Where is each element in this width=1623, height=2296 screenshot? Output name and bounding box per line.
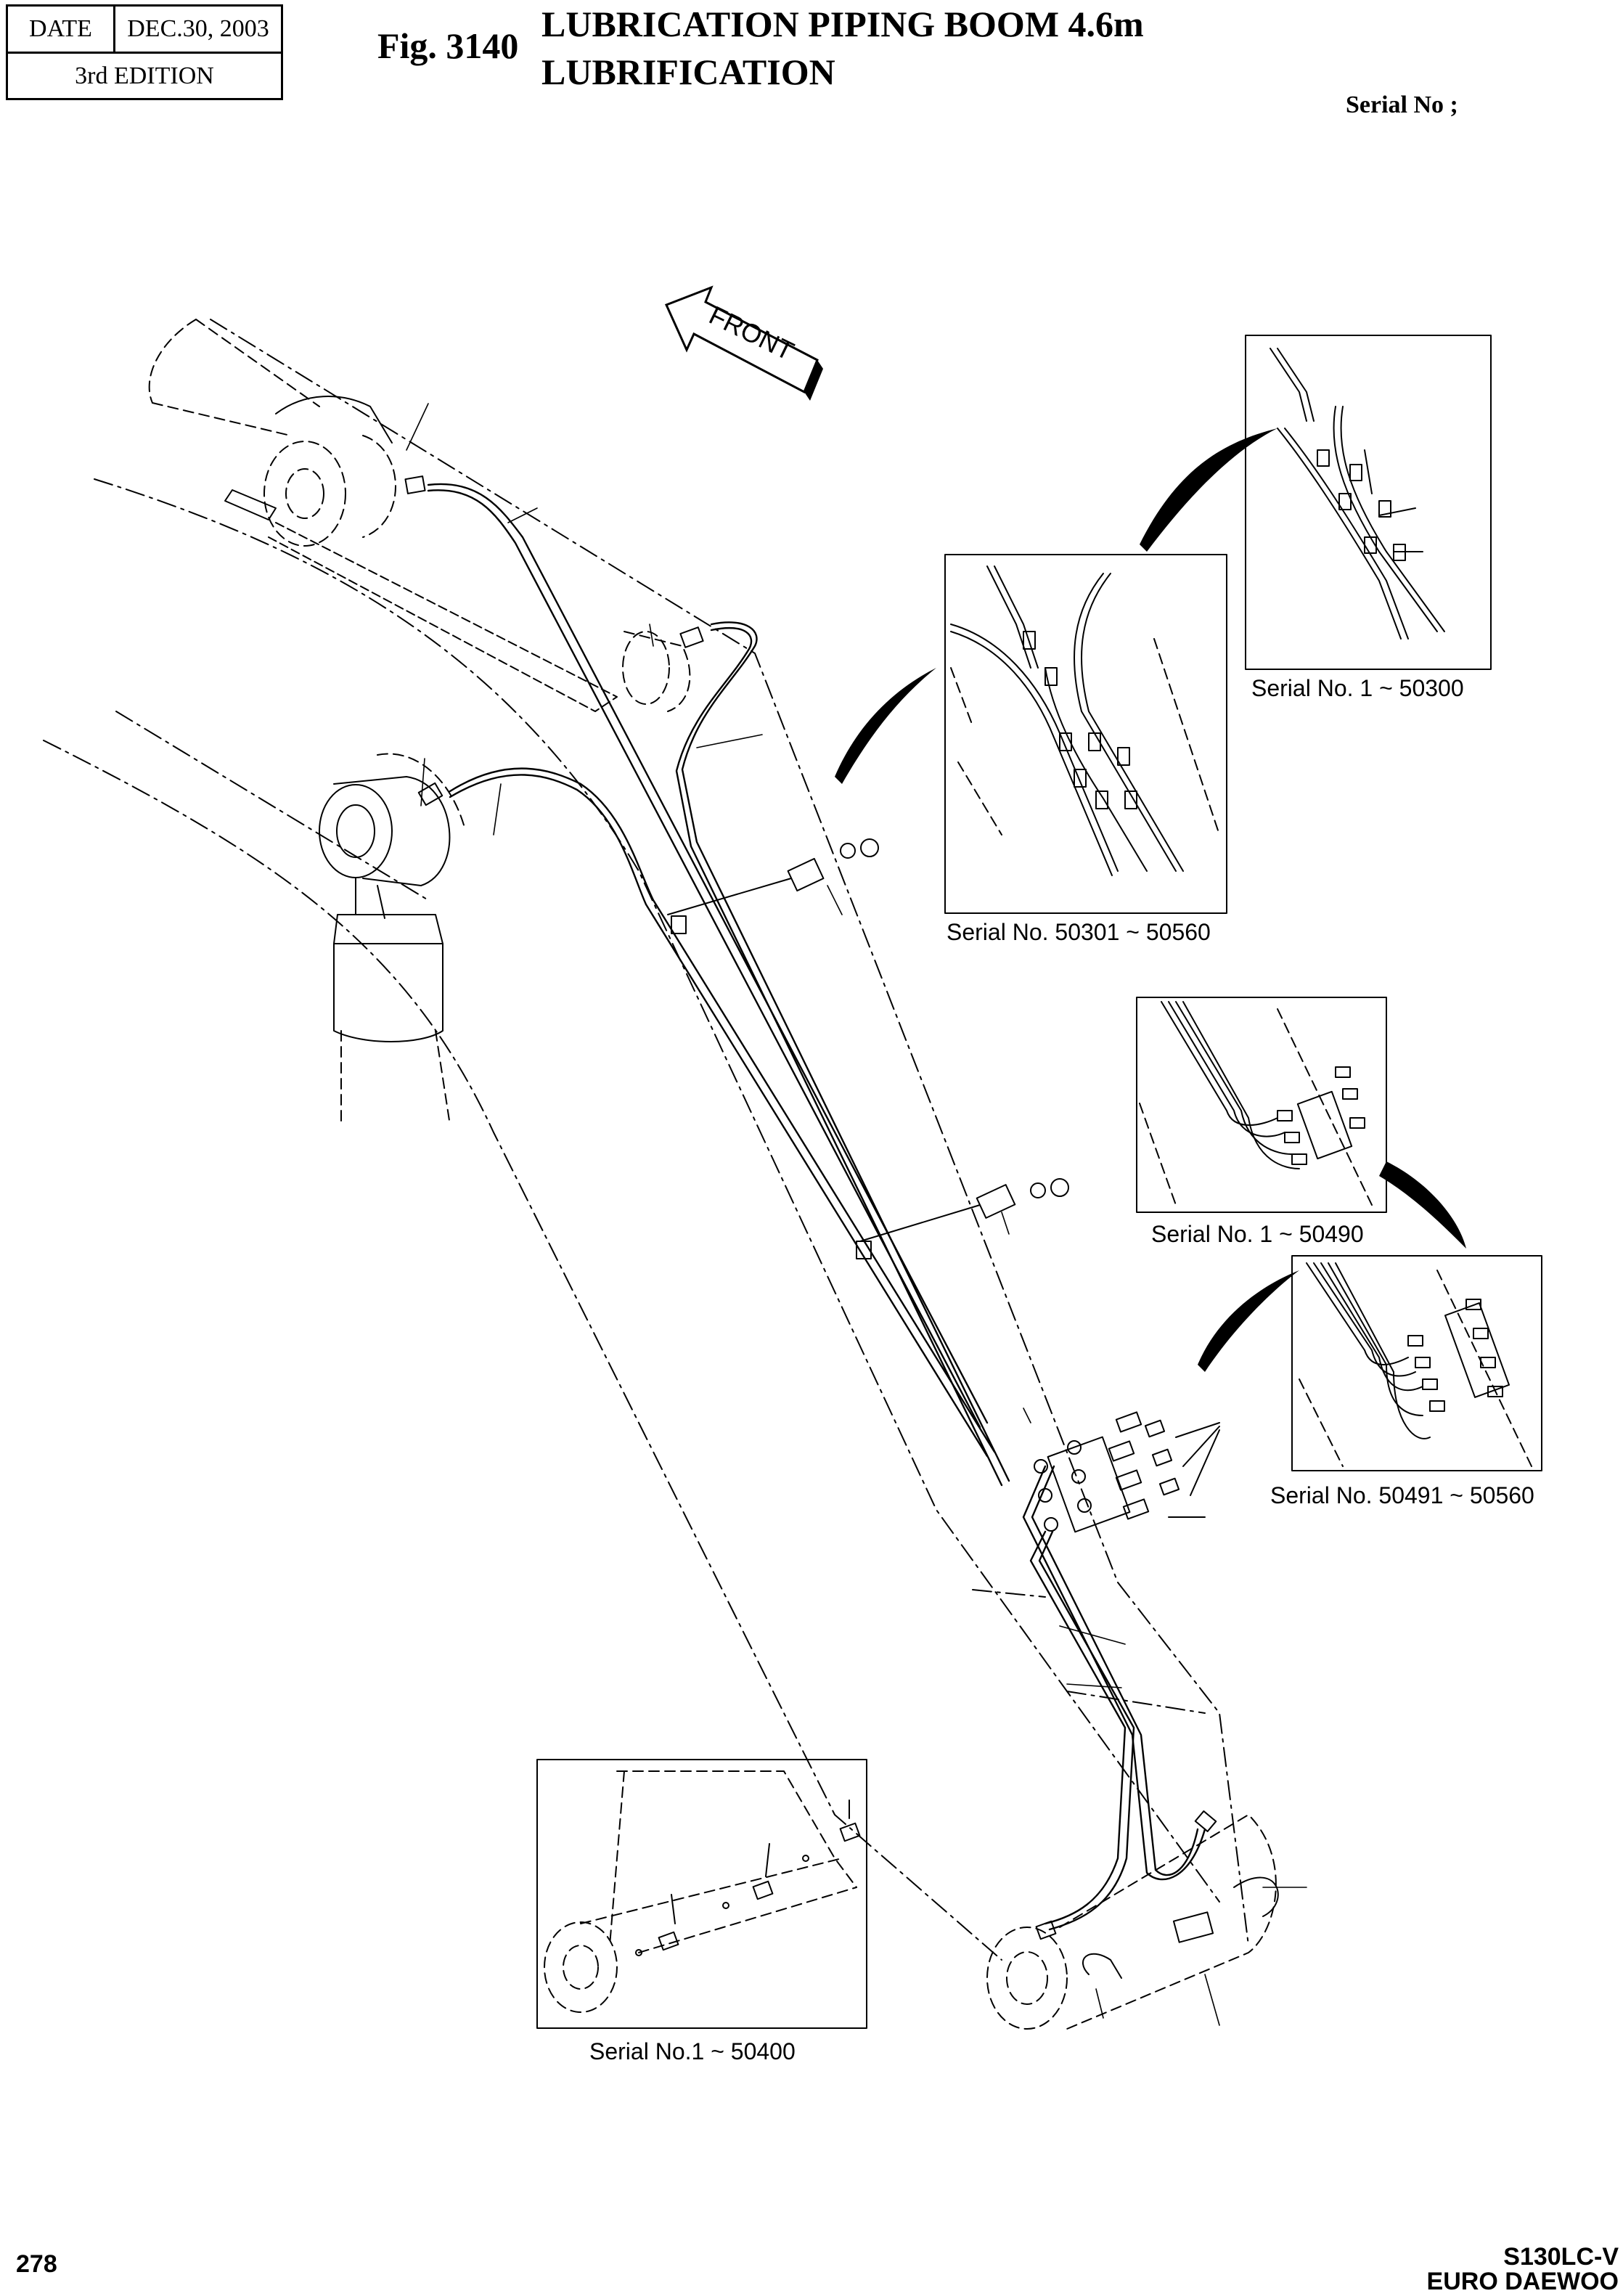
hose-fittings bbox=[404, 475, 1217, 1940]
serial-number-label: Serial No ; bbox=[1346, 91, 1458, 118]
grease-nipple-bottom bbox=[1082, 1876, 1279, 1979]
inset-2-detail bbox=[950, 565, 1220, 876]
edition-label: 3rd EDITION bbox=[75, 62, 214, 89]
grease-distributor-block bbox=[1034, 1411, 1220, 1533]
inset-3-detail bbox=[1139, 1001, 1373, 1206]
callout-pointers bbox=[835, 428, 1466, 1372]
boom-cylinder-head bbox=[319, 753, 465, 1126]
inset-caption-1: Serial No. 1 ~ 50300 bbox=[1251, 675, 1464, 701]
inset-frame-5 bbox=[536, 1759, 867, 2029]
boom-outline bbox=[43, 319, 1249, 1961]
inset-frame-2 bbox=[944, 554, 1227, 914]
manufacturer-name: EURO DAEWOO bbox=[1426, 2268, 1619, 2295]
inset-frame-3 bbox=[1136, 997, 1387, 1213]
date-label: DATE bbox=[8, 7, 115, 52]
boom-foot-pin bbox=[148, 319, 396, 547]
inset-caption-2: Serial No. 50301 ~ 50560 bbox=[947, 919, 1211, 945]
page-title: LUBRICATION PIPING BOOM 4.6m bbox=[541, 4, 1144, 44]
inset-caption-5: Serial No.1 ~ 50400 bbox=[589, 2038, 796, 2064]
model-name: S130LC-V bbox=[1503, 2243, 1619, 2271]
inset-1-detail bbox=[1270, 348, 1445, 640]
date-row: DATE DEC.30, 2003 bbox=[8, 7, 281, 54]
boom-foot-bracket bbox=[224, 489, 277, 520]
inset-caption-4: Serial No. 50491 ~ 50560 bbox=[1270, 1482, 1534, 1508]
boom-end-pin bbox=[986, 1814, 1277, 2030]
inset-caption-3: Serial No. 1 ~ 50490 bbox=[1151, 1221, 1364, 1247]
leader-lines bbox=[406, 403, 1307, 2026]
arm-cylinder-pin bbox=[622, 631, 691, 712]
date-value: DEC.30, 2003 bbox=[127, 15, 269, 42]
figure-number: Fig. 3140 bbox=[377, 25, 519, 66]
boom-side-rail bbox=[268, 522, 618, 712]
hose-clamps bbox=[667, 838, 1069, 1259]
inset-frame-4 bbox=[1291, 1255, 1542, 1471]
inset-4-detail bbox=[1299, 1262, 1532, 1467]
page-subtitle: LUBRIFICATION bbox=[541, 52, 835, 92]
date-edition-box: DATE DEC.30, 2003 3rd EDITION bbox=[6, 4, 283, 100]
page-number: 278 bbox=[16, 2250, 57, 2278]
inset-5-detail bbox=[544, 1770, 861, 2013]
front-direction-arrow: FRONT bbox=[664, 285, 823, 401]
main-hose-bundle bbox=[427, 483, 1206, 1931]
inset-frame-1 bbox=[1245, 335, 1492, 670]
boom-foot-housing bbox=[275, 396, 393, 444]
